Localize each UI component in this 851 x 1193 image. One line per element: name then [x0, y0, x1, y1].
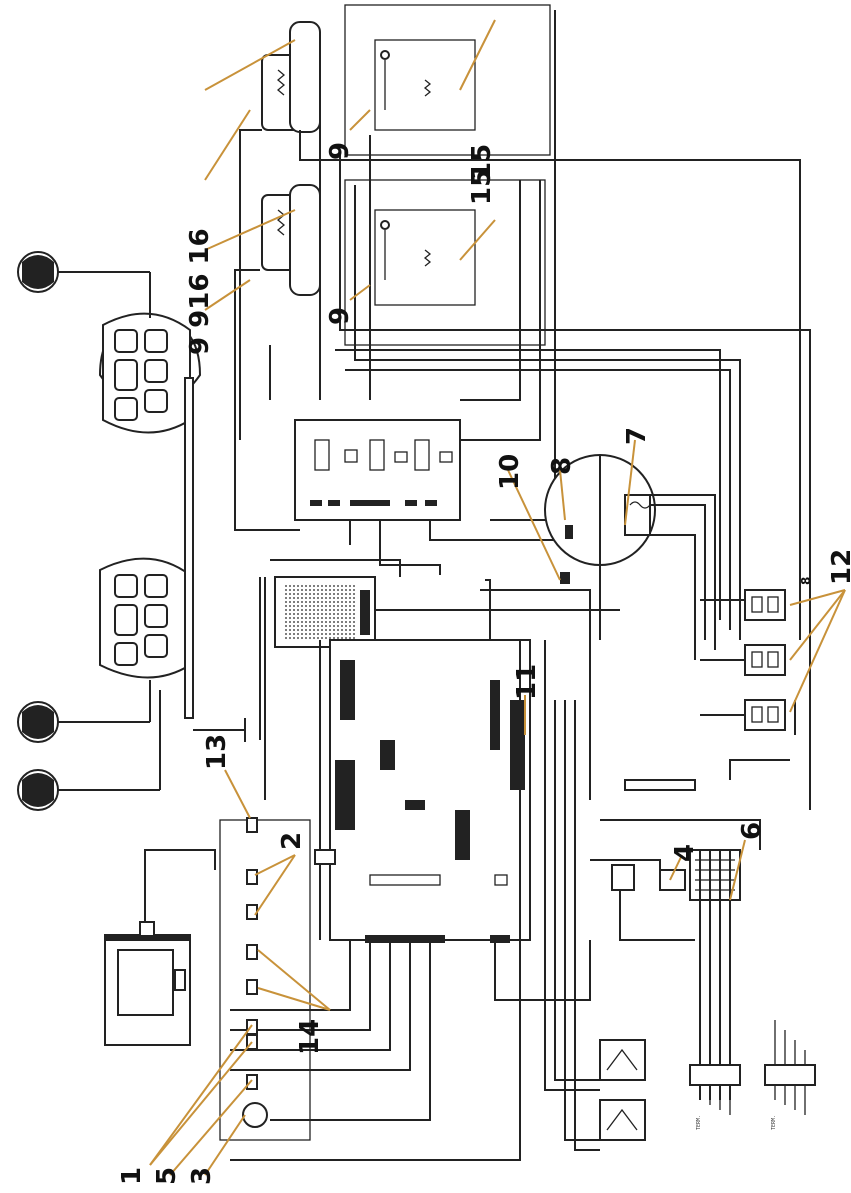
- callout-10: 10: [495, 454, 525, 490]
- callout-15b: 15: [467, 169, 497, 205]
- contactor-icon: [744, 589, 786, 731]
- connector-column: [219, 817, 336, 1141]
- callout-6: 6: [737, 822, 767, 840]
- output-jacks: TERM. TERM.: [689, 1020, 816, 1130]
- callout-1: 1: [117, 1167, 147, 1185]
- callout-15a: 15: [467, 144, 497, 180]
- callout-labels: 1 2 3 4 5 6 7 8 9 9 10 11 12 13 14 15 15…: [117, 142, 851, 1185]
- sensor-box-bottom: [344, 179, 546, 346]
- callout-9a: 9: [325, 142, 355, 160]
- callout-7: 7: [622, 427, 652, 445]
- power-supply-icon: [274, 576, 376, 648]
- callout-3: 3: [187, 1167, 217, 1185]
- lamp-1: [17, 251, 151, 318]
- callout-11: 11: [512, 664, 542, 700]
- lamp-2: [17, 680, 151, 743]
- callout-9-916-16: 9 916 16: [185, 228, 215, 355]
- callout-8-small: 8: [799, 577, 813, 585]
- lamp-3: [17, 690, 161, 811]
- callout-4: 4: [670, 844, 700, 862]
- callout-2: 2: [277, 832, 307, 850]
- heating-element-icon: [261, 21, 321, 296]
- sensor-box-top: [344, 4, 551, 156]
- callout-13: 13: [202, 734, 232, 770]
- hand-controller-bottom: [99, 557, 191, 679]
- svg-text:TERM.: TERM.: [771, 1115, 777, 1130]
- hand-controller-top: [98, 312, 202, 434]
- callout-8: 8: [547, 457, 577, 475]
- svg-text:TERM.: TERM.: [696, 1115, 702, 1130]
- callout-12: 12: [827, 549, 851, 585]
- control-board-icon: [329, 639, 531, 943]
- display-panel-icon: [104, 849, 216, 1046]
- relay-board: [294, 419, 461, 521]
- callout-leaders: [149, 19, 846, 1176]
- callout-5: 5: [152, 1167, 182, 1185]
- callout-14: 14: [295, 1019, 325, 1055]
- meter-icons: [599, 1039, 646, 1141]
- callout-9b: 9: [325, 307, 355, 325]
- cable-vertical: [184, 377, 194, 719]
